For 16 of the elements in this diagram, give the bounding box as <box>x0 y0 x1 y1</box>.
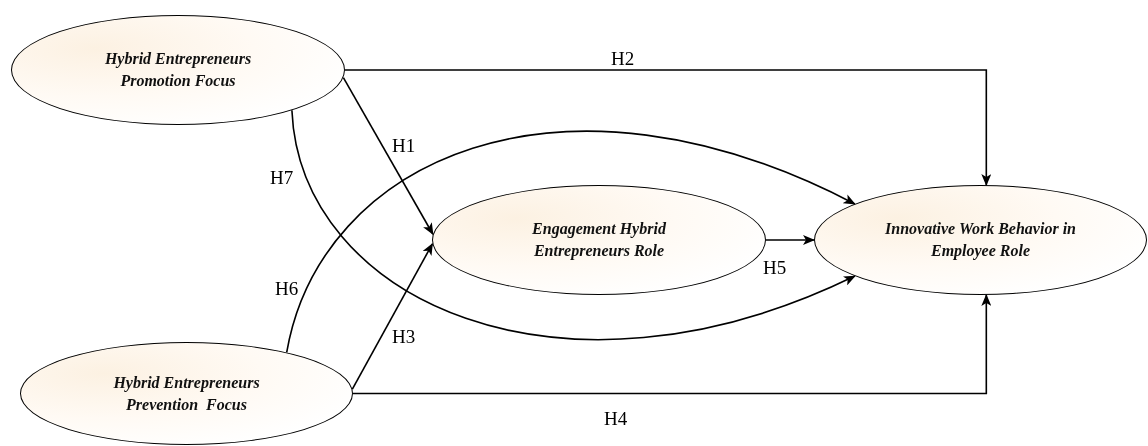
arrow <box>344 69 992 187</box>
arrow <box>765 235 815 245</box>
hypothesis-label: H3 <box>392 327 416 347</box>
arrow <box>351 242 434 390</box>
arrow <box>352 293 992 395</box>
construct-label: Hybrid Entrepreneurs Promotion Focus <box>103 49 253 91</box>
hypothesis-label: H2 <box>611 49 635 69</box>
hypothesis-label: H6 <box>275 279 299 299</box>
hypothesis-label: H1 <box>392 136 416 156</box>
hypothesis-label: H4 <box>604 409 628 429</box>
hypothesis-label: H7 <box>270 168 294 188</box>
construct-label: Innovative Work Behavior in Employee Role <box>884 219 1077 262</box>
construct-label: Engagement Hybrid Entrepreneurs Role <box>531 219 667 262</box>
hypothesis-label: H5 <box>763 258 787 278</box>
construct-label: Hybrid Entrepreneurs Prevention Focus <box>112 372 261 415</box>
arrow <box>342 76 434 236</box>
